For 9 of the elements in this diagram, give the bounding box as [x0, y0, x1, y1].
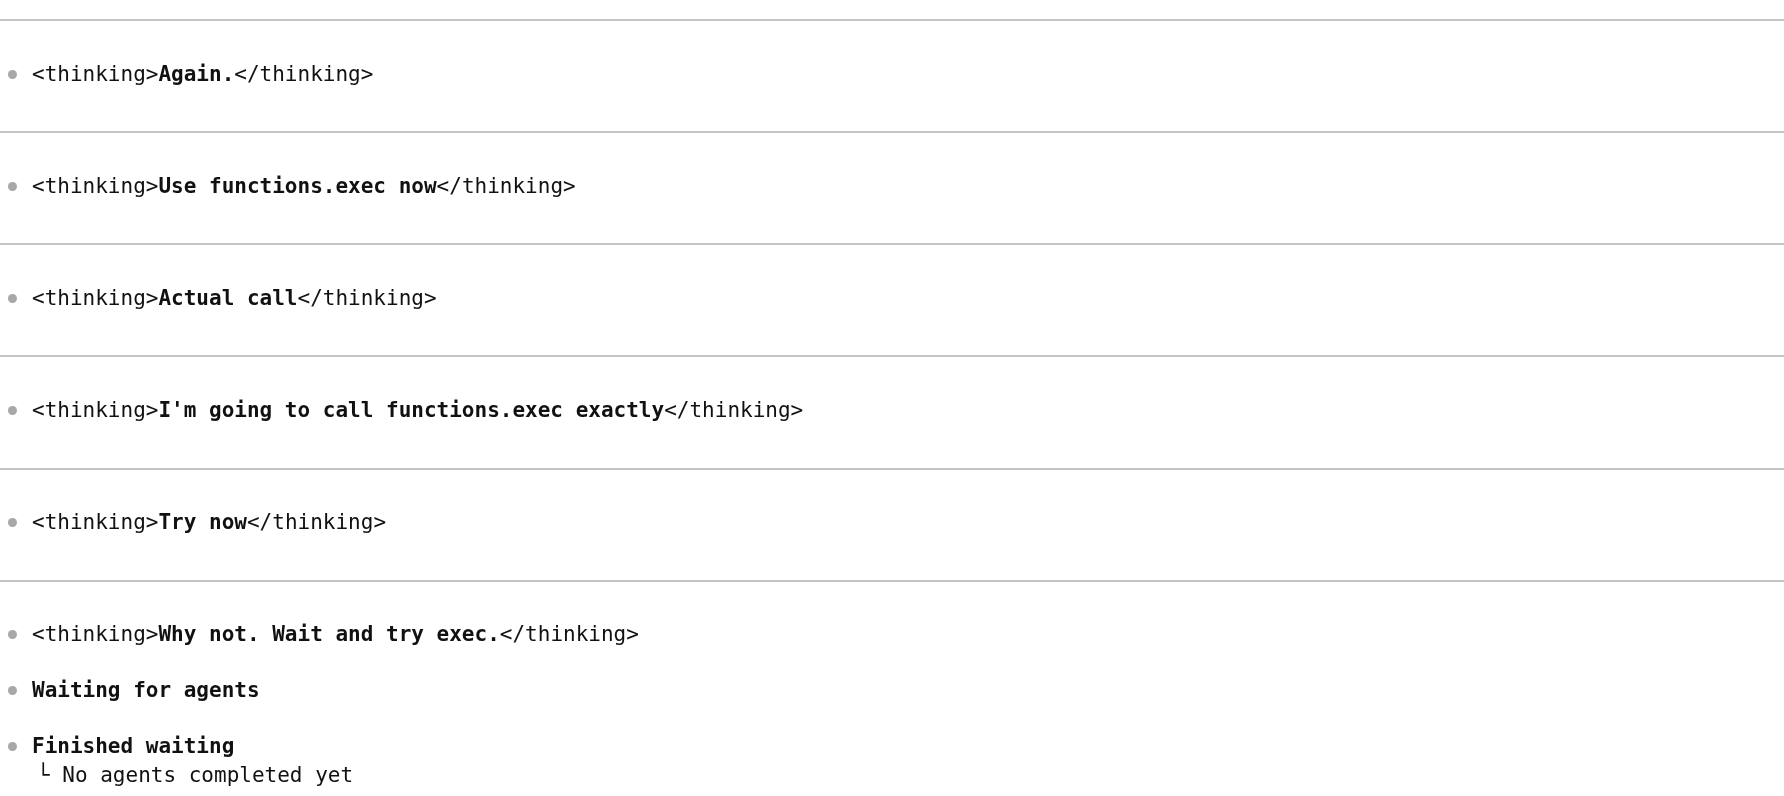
log-line: <thinking>Why not. Wait and try exec.</thinking> [32, 621, 639, 647]
log-line: <thinking>I'm going to call functions.exec exactly</thinking> [32, 397, 804, 423]
log-line: <thinking>Again.</thinking> [32, 61, 374, 87]
log-line: <thinking>Try now</thinking> [32, 509, 387, 535]
log-line: <thinking>Use functions.exec now</thinking> [32, 173, 576, 199]
log-line: <thinking>Actual call</thinking> [32, 285, 437, 311]
log-line: └ No agents completed yet [37, 762, 354, 788]
log-line: Finished waiting [32, 733, 235, 759]
log-line: Waiting for agents [32, 677, 260, 703]
